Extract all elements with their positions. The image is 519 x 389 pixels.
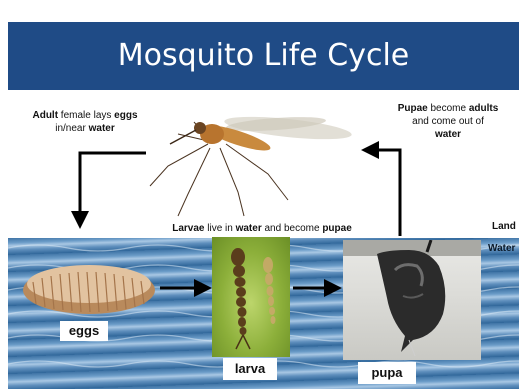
caption-adult-b1: Adult xyxy=(32,110,58,121)
caption-pupae-t2: and come out of xyxy=(412,116,484,127)
caption-larvae-b3: pupae xyxy=(322,223,351,234)
caption-adult-t1: female lays xyxy=(58,110,114,121)
caption-larvae-b2: water xyxy=(236,223,262,234)
caption-pupae-b3: water xyxy=(435,129,461,140)
caption-adult-b2: eggs xyxy=(114,110,137,121)
water-label: Water xyxy=(488,243,515,254)
stage-label-larva: larva xyxy=(223,358,277,380)
caption-adult: Adult female lays eggs in/near water xyxy=(14,109,156,135)
caption-adult-b3: water xyxy=(89,123,115,134)
caption-pupae-b1: Pupae xyxy=(398,103,428,114)
caption-adult-t2: in/near xyxy=(55,123,88,134)
arrow-adult-to-eggs xyxy=(80,153,146,220)
caption-larvae-t1: live in xyxy=(204,223,235,234)
caption-pupae-b2: adults xyxy=(469,103,498,114)
land-label: Land xyxy=(492,221,516,232)
caption-larvae-t2: and become xyxy=(262,223,323,234)
caption-larvae-b1: Larvae xyxy=(172,223,204,234)
caption-pupae: Pupae become adults and come out of wate… xyxy=(383,102,513,141)
stage-label-eggs: eggs xyxy=(60,321,108,341)
caption-pupae-t1: become xyxy=(428,103,469,114)
stage-label-pupa: pupa xyxy=(358,362,416,384)
caption-larvae: Larvae live in water and become pupae xyxy=(132,222,392,235)
